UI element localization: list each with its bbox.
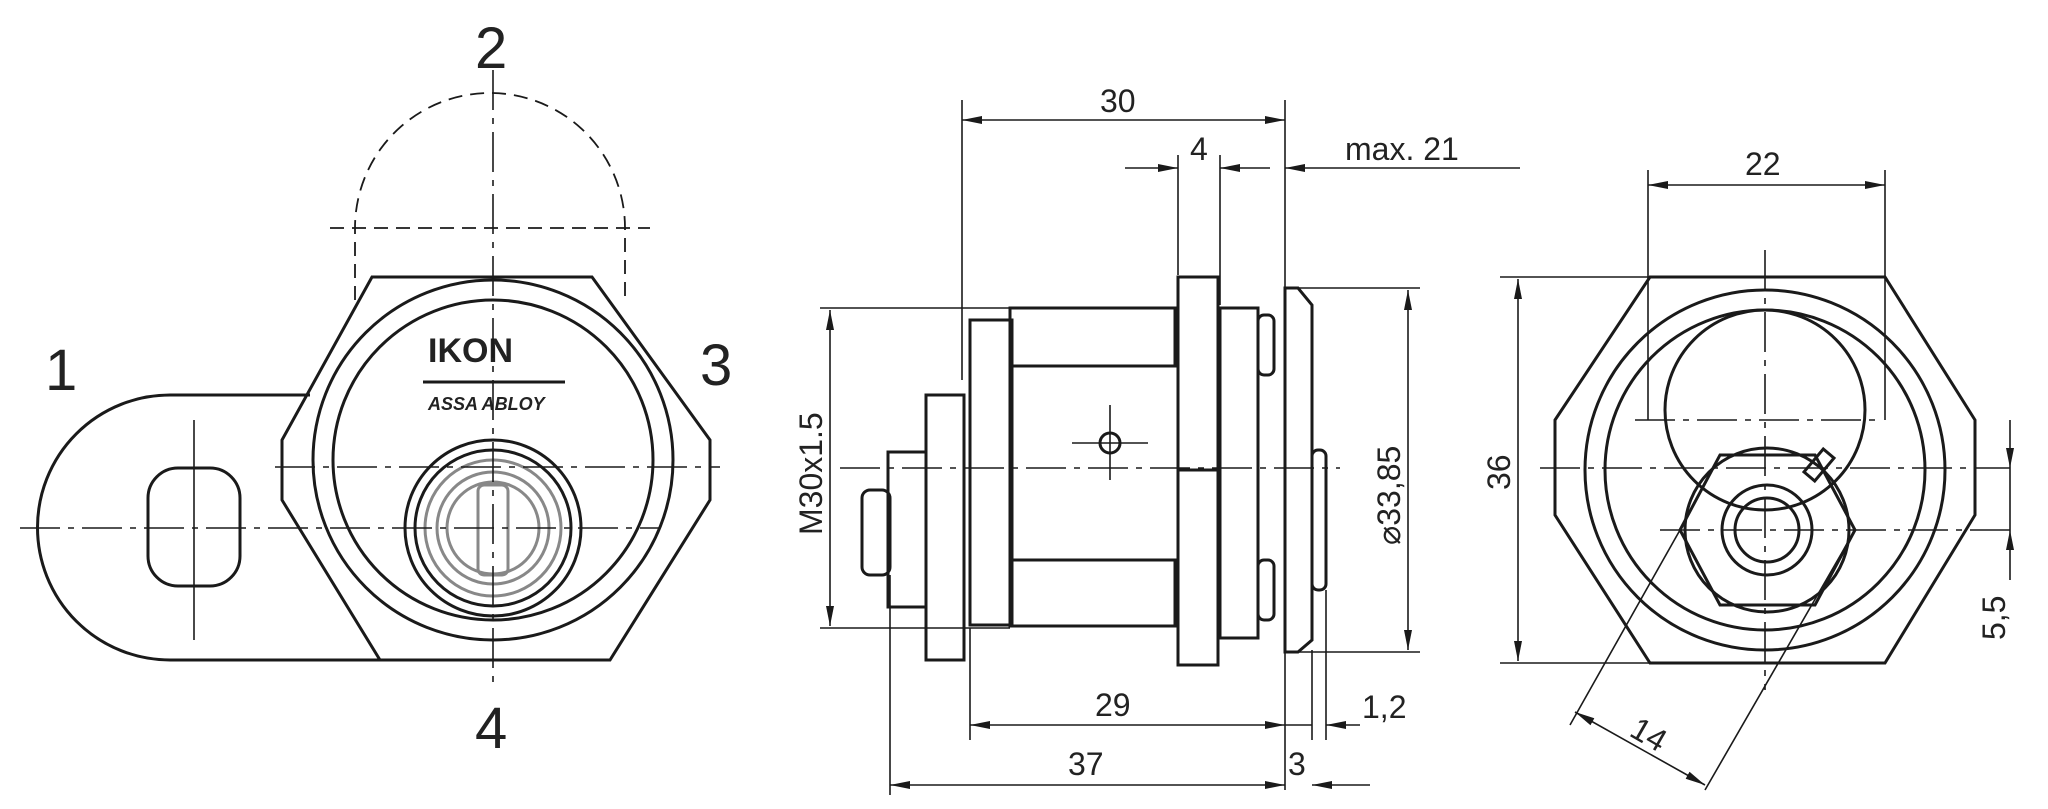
- dim-5-5: 5,5: [1976, 596, 2012, 640]
- position-1: 1: [45, 338, 77, 403]
- side-view: 30 4 max. 21 M30x1.5 ⌀33,85 29 1,2 37 3: [793, 83, 1520, 795]
- rear-view: 22 36 5,5 14: [1481, 146, 2014, 791]
- dim-1-2: 1,2: [1362, 689, 1406, 725]
- logo-brand: IKON: [428, 332, 513, 370]
- lock-body-outline: [280, 275, 712, 662]
- dim-36: 36: [1481, 454, 1517, 490]
- dim-37: 37: [1068, 746, 1104, 782]
- dim-max-21: max. 21: [1345, 131, 1459, 167]
- dim-29: 29: [1095, 687, 1131, 723]
- dim-22: 22: [1745, 146, 1781, 182]
- position-4: 4: [475, 696, 507, 761]
- position-2: 2: [475, 16, 507, 81]
- dim-thread: M30x1.5: [793, 412, 829, 535]
- logo-group: ASSA ABLOY: [427, 394, 547, 414]
- dim-4: 4: [1190, 131, 1208, 167]
- dim-14: 14: [1625, 710, 1674, 759]
- dim-diameter: ⌀33,85: [1371, 446, 1407, 545]
- front-view: IKON ASSA ABLOY 1 2 3 4: [20, 16, 732, 761]
- position-3: 3: [700, 333, 732, 398]
- dim-3: 3: [1288, 746, 1306, 782]
- cam-rotation-arc: [354, 92, 626, 300]
- dim-30: 30: [1100, 83, 1136, 119]
